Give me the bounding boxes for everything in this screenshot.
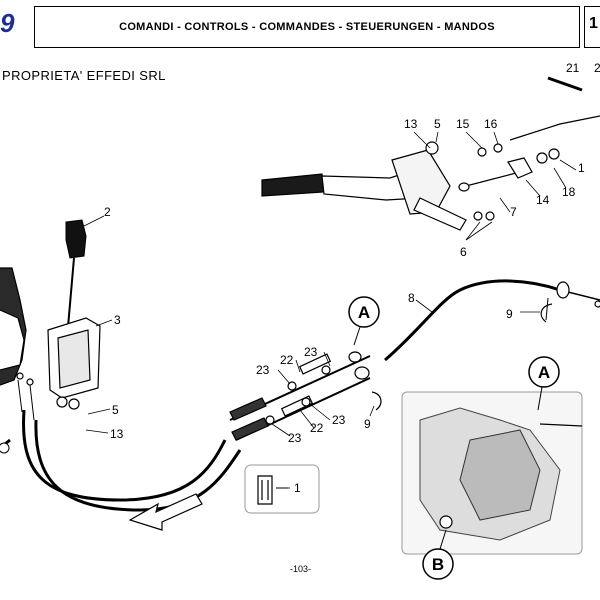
label-13: 13 [110, 427, 124, 441]
page-header-title: COMANDI - CONTROLS - COMMANDES - STEUERU… [34, 6, 580, 48]
front-direction-arrow [128, 493, 203, 531]
label-23-a: 23 [256, 363, 270, 377]
label-14: 14 [536, 193, 550, 207]
label-5-top: 5 [434, 117, 441, 131]
handbrake-rod [458, 76, 600, 192]
callout-b-inset: B [422, 529, 454, 580]
gear-cables [0, 409, 242, 512]
main-cable [384, 279, 600, 362]
label-22-b: 22 [310, 421, 324, 435]
gear-cable-ends [0, 379, 35, 454]
label-6: 6 [460, 245, 467, 259]
label-15: 15 [456, 117, 470, 131]
label-22-a: 22 [280, 353, 294, 367]
label-16: 16 [484, 117, 498, 131]
callout-a-upper: A [348, 296, 380, 346]
label-2: 2 [104, 205, 111, 219]
gearbox-housing [0, 267, 34, 386]
owner-notice: PROPRIETA' EFFEDI SRL [2, 68, 166, 83]
label-23-c: 23 [332, 413, 346, 427]
label-9-right: 9 [506, 307, 513, 321]
label-3: 3 [114, 313, 121, 327]
section-number-box: 1 [584, 6, 600, 48]
circlip-clips [371, 303, 553, 411]
part-number-labels: 21 2 13 5 15 16 1 18 14 7 6 2 3 5 13 8 9… [104, 61, 600, 495]
label-13-top: 13 [404, 117, 418, 131]
label-8: 8 [408, 291, 415, 305]
label-23-d: 23 [288, 431, 302, 445]
label-1: 1 [294, 481, 301, 495]
part-1-detail-box [244, 464, 320, 514]
label-18: 18 [562, 185, 576, 199]
label-21: 21 [566, 61, 580, 75]
inset-detail-box [401, 391, 583, 555]
label-7: 7 [510, 205, 517, 219]
label-2-top: 2 [594, 61, 600, 75]
gear-lever-bracket [47, 317, 101, 410]
leader-lines [83, 131, 577, 489]
header-title-text: COMANDI - CONTROLS - COMMANDES - STEUERU… [119, 21, 495, 33]
callout-b-inset-label: B [432, 555, 444, 574]
label-1-top: 1 [578, 161, 585, 175]
label-5: 5 [112, 403, 119, 417]
label-23-b: 23 [304, 345, 318, 359]
callout-a-upper-label: A [358, 303, 370, 322]
handbrake-lever [261, 141, 495, 231]
callout-a-inset: A [528, 356, 560, 411]
section-number: 1 [589, 15, 598, 32]
label-9-mid: 9 [364, 417, 371, 431]
brand-logo: 9 [0, 8, 15, 38]
callout-a-inset-label: A [538, 363, 550, 382]
cable-adjusters [229, 351, 371, 441]
page-number: -103- [290, 564, 312, 574]
